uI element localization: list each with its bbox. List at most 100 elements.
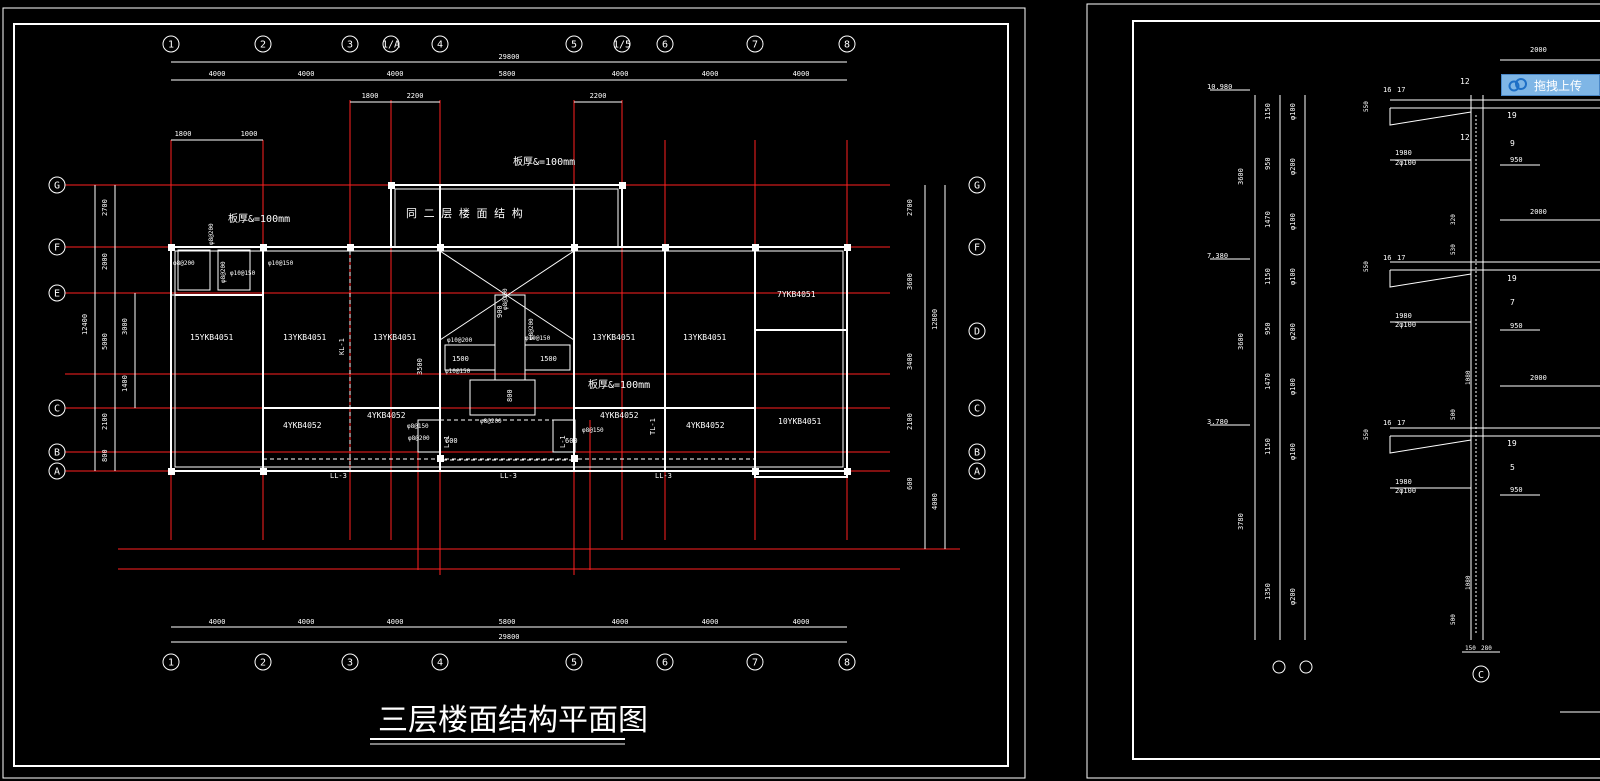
beam-label-3: LL-3 [500,472,517,480]
right-dim-4: 600 [906,477,914,490]
axis-col-bottom-1: 2 [260,658,266,669]
axis-row-right-0: G [974,181,980,192]
drag-upload-button[interactable]: 拖拽上传 [1501,74,1600,96]
side-dim-4: 500 [1450,409,1457,420]
top-dim-1: 4000 [298,70,315,78]
left-dim-5: 800 [101,449,109,462]
axis-col-top-1-bubble [254,35,272,53]
bar-label-0: 1980 [1395,149,1412,157]
axis-col-bottom-7-bubble [656,653,674,671]
dim-col2-2: φ100 [1289,213,1297,230]
axis-row-right-3: D [974,327,980,338]
axis-col-top-9: 8 [844,40,850,51]
right-dim-3: 2100 [906,413,914,430]
left-sheet-frame [2,7,1026,779]
mark-side-2: 5 [1510,463,1515,472]
bar-spacing-2: 2φ100 [1395,487,1416,495]
axis-col-top-3: 1/A [382,40,400,51]
right-dim-0: 2700 [906,199,914,216]
center-rebar-boxes [177,249,576,453]
drag-upload-label: 拖拽上传 [1534,78,1583,93]
axis-col-bottom-4-bubble [431,653,449,671]
bar-label-5: 2000 [1530,374,1547,382]
height-0: 3600 [1237,168,1245,185]
side-dim-7: 320 [1450,214,1457,225]
plan-columns [168,182,851,475]
beam-label-1: TL-1 [649,418,657,435]
axis-row-left-6: A [54,467,60,478]
axis-col-bottom-9: 8 [844,658,850,669]
right-dim-5: 4000 [931,493,939,510]
axis-row-left-4-bubble [48,399,66,417]
section-lines [1210,59,1600,713]
axis-col-bottom-5-bubble [565,653,583,671]
axis-col-bottom-8: 7 [752,658,758,669]
bottom-dim-1: 4000 [298,618,315,626]
axis-col-top-2: 3 [347,40,353,51]
section-bottom-dim-1: 280 [1481,645,1492,652]
plan-title: 三层楼面结构平面图 [378,703,648,738]
rebar-note-0: φ8@200 [173,260,195,267]
top-dim-3: 5800 [499,70,516,78]
left-dim-3: 1400 [121,375,129,392]
dim-col2-7: φ200 [1289,588,1297,605]
axis-row-left-2: E [54,289,60,300]
rebar-note-3: φ10@150 [230,270,256,277]
dim-col1-1: 950 [1264,157,1272,170]
left-dim-2: 5000 [101,333,109,350]
slab-note-mid: 板厚&=100mm [588,378,650,391]
rebar-note-11: φ8@150 [407,423,429,430]
mark-19-2: 19 [1507,439,1517,448]
mark-5: 17 [1397,419,1405,427]
axis-col-bottom-4: 4 [437,658,443,669]
axis-col-top-7-bubble [656,35,674,53]
axis-row-left-4: C [54,404,60,415]
panel-label-8: 4YKB4052 [600,411,639,420]
right-sheet-frame [1086,3,1600,779]
axis-row-right-1-bubble [968,238,986,256]
bar-label-3: 2000 [1530,46,1547,54]
axis-col-bottom-2-bubble [341,653,359,671]
axis-col-top-3-bubble [382,35,400,53]
axis-row-right-6-bubble [968,462,986,480]
axis-col-top-1: 2 [260,40,266,51]
side-dim-0: 550 [1363,101,1370,112]
dim-col1-3: 1150 [1264,268,1272,285]
panel-label-2: 13YKB4051 [373,333,417,342]
axis-col-top-6: 1/5 [613,40,631,51]
bar-label-8: 950 [1510,486,1523,494]
rebar-dim-2: 3500 [416,358,424,375]
axis-row-left-6-bubble [48,462,66,480]
axis-row-left-2-bubble [48,284,66,302]
axis-col-bottom-0: 1 [168,658,174,669]
top-dim-2: 4000 [387,70,404,78]
rebar-note-6: φ10@150 [525,335,551,342]
axis-row-left-1: F [54,243,60,254]
dim-col1-7: 1350 [1264,583,1272,600]
mark-1: 17 [1397,86,1405,94]
side-dim-6: 1080 [1465,370,1472,385]
dim-col2-5: φ100 [1289,378,1297,395]
axis-col-bottom-2: 3 [347,658,353,669]
bar-label-7: 950 [1510,322,1523,330]
bar-spacing-1: 2φ100 [1395,321,1416,329]
axis-row-left-5-bubble [48,443,66,461]
axis-row-right-5-bubble [968,443,986,461]
mark-12-0: 12 [1460,77,1470,86]
axis-row-left-0-bubble [48,176,66,194]
dim-col2-1: φ200 [1289,158,1297,175]
slab-note-left: 板厚&=100mm [228,212,290,225]
rebar-dim-4: 800 [506,389,514,402]
right-total-dim: 12800 [931,309,939,330]
axis-col-top-0-bubble [162,35,180,53]
rebar-note-4: φ10@150 [268,260,294,267]
axis-row-right-0-bubble [968,176,986,194]
dim-col2-4: φ200 [1289,323,1297,340]
slab-note-top: 板厚&=100mm [513,155,575,168]
axis-col-bottom-7: 6 [662,658,668,669]
panel-label-1: 13YKB4051 [283,333,327,342]
axis-col-top-5: 5 [571,40,577,51]
level-2: 3.780 [1207,418,1228,426]
sub-dim-1: 2200 [407,92,424,100]
